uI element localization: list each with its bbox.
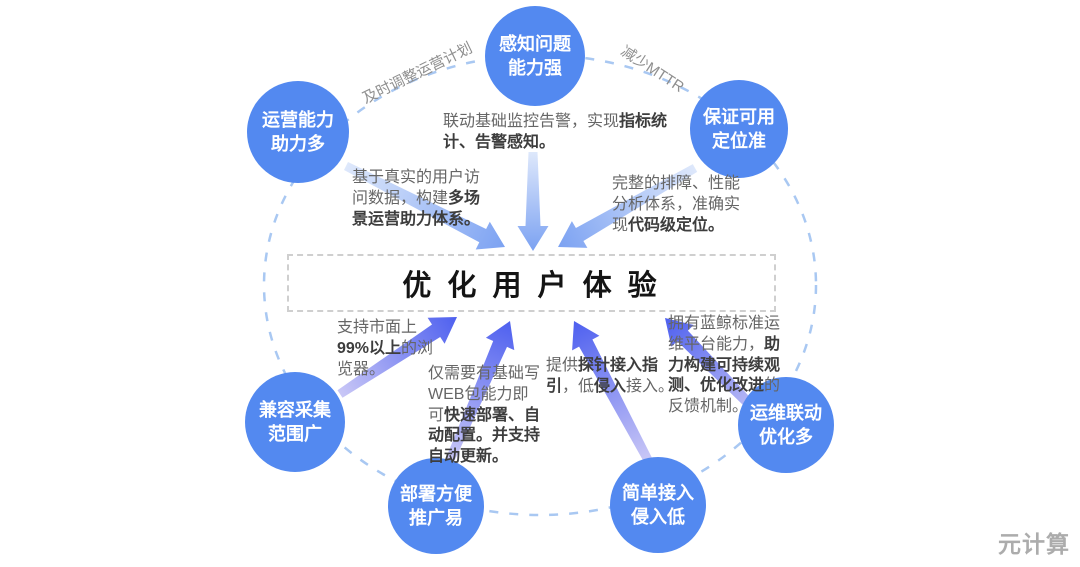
goal-box: 优 化 用 户 体 验: [287, 254, 776, 312]
note-troubleshooting: 完整的排障、性能 分析体系，准确实 现代码级定位。: [612, 175, 741, 234]
goal-title: 优 化 用 户 体 验: [402, 270, 661, 302]
note-user-access-data: 基于真实的用户访 问数据，构建多场 景运营助力体系。: [352, 169, 481, 228]
note-feedback: 拥有蓝鲸标准运 维平台能力，助 力构建可持续观 测、优化改进的 反馈机制。: [668, 315, 781, 416]
node-operation-ability: 运营能力 助力多: [247, 81, 349, 183]
arrow-from-availability: [558, 164, 698, 248]
node-availability-location: 保证可用 定位准: [690, 80, 788, 178]
note-browser-support: 支持市面上 99%以上的浏 览器。: [337, 319, 434, 378]
watermark: 元计算: [998, 531, 1070, 557]
arrow-from-problem-perception: [517, 152, 549, 251]
arrow-from-deployment: [445, 321, 515, 462]
note-deployment: 仅需要有基础写 WEB包能力即 可快速部署、自 动配置。并支持 自动更新。: [428, 365, 541, 466]
node-compatibility-collection: 兼容采集 范围广: [245, 372, 345, 472]
node-problem-perception: 感知问题 能力强: [485, 6, 585, 106]
arrow-from-operation-ability: [344, 162, 505, 250]
node-simple-access: 简单接入 侵入低: [610, 457, 706, 553]
dashed-circle: [262, 53, 818, 517]
node-easy-deployment: 部署方便 推广易: [388, 458, 484, 554]
node-ops-linkage: 运维联动 优化多: [738, 377, 834, 473]
note-alert-linkage: 联动基础监控告警，实现指标统 计、告警感知。: [443, 113, 668, 151]
arrow-from-compatibility: [337, 317, 457, 398]
arrow-from-simple-access: [572, 321, 652, 463]
arrow-from-ops-linkage: [665, 318, 769, 424]
note-probe-access: 提供探针接入指 引，低侵入接入。: [546, 357, 675, 395]
